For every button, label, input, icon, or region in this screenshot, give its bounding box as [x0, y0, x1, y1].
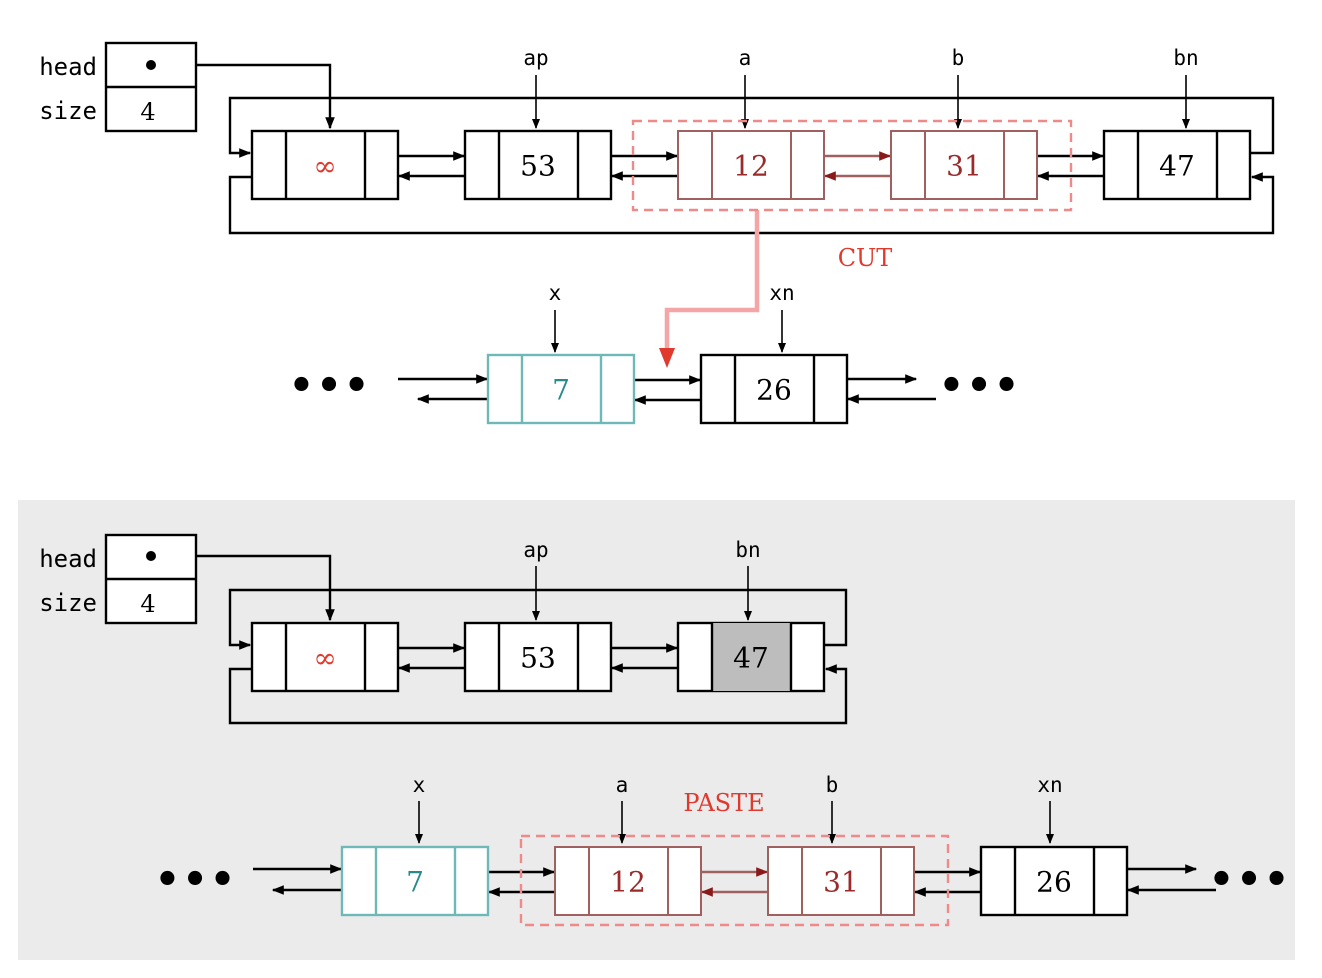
pointer-label-x: x — [413, 773, 426, 797]
node-xn-after — [979, 845, 1129, 917]
node-box — [554, 846, 702, 916]
node-value: 12 — [610, 866, 646, 899]
ellipsis-left-after: ••• — [155, 857, 238, 903]
head-label: head — [39, 53, 97, 81]
node-value: 31 — [946, 150, 982, 183]
node-sentinel-after — [250, 621, 400, 693]
node-a — [677, 130, 825, 200]
paste-region — [519, 834, 950, 927]
node-value: 26 — [1036, 866, 1072, 899]
node-box — [677, 130, 825, 200]
size-value: 4 — [140, 98, 155, 126]
node-value: 12 — [733, 150, 769, 183]
size-label: size — [39, 97, 97, 125]
node-value: 53 — [520, 642, 556, 675]
node-box — [1102, 129, 1252, 201]
node-value: 7 — [552, 374, 570, 407]
node-box — [486, 353, 636, 425]
node-box — [699, 353, 849, 425]
node-value-cell — [712, 623, 791, 691]
pointer-label-ap: ap — [523, 538, 548, 562]
node-value: 7 — [406, 866, 424, 899]
head-pointer-dot-after — [146, 551, 156, 561]
pointer-label-bn: bn — [1173, 46, 1198, 70]
wires-layer — [151, 63, 1275, 897]
move-arrow — [664, 210, 760, 355]
pointer-label-a: a — [616, 773, 629, 797]
node-value: ∞ — [313, 150, 336, 183]
ellipsis-right: ••• — [939, 363, 1022, 409]
node-ap-after — [463, 621, 613, 693]
wrap-next-loop — [228, 96, 1275, 158]
node-value: 53 — [520, 150, 556, 183]
node-b-after — [767, 846, 915, 916]
head-label-after: head — [39, 545, 97, 573]
node-value: ∞ — [313, 642, 336, 675]
node-box — [890, 130, 1038, 200]
wrap-prev-loop-after — [228, 664, 848, 725]
head-pointer-arrow-after — [151, 554, 335, 622]
node-box — [250, 621, 400, 693]
node-value: 47 — [733, 642, 769, 675]
node-bn-after — [676, 621, 826, 693]
node-value: 26 — [756, 374, 792, 407]
pointer-label-ap: ap — [523, 46, 548, 70]
pointer-label-xn: xn — [769, 281, 794, 305]
node-sentinel — [250, 129, 400, 201]
node-value: 47 — [1159, 150, 1195, 183]
node-value: 31 — [823, 866, 859, 899]
node-a-after — [554, 846, 702, 916]
node-box — [250, 129, 400, 201]
node-ap — [463, 129, 613, 201]
pointer-label-xn: xn — [1037, 773, 1062, 797]
move-arrow-head — [659, 348, 675, 368]
node-x-after — [340, 845, 490, 917]
node-box — [767, 846, 915, 916]
pointer-label-b: b — [952, 46, 965, 70]
node-box — [979, 845, 1129, 917]
node-xn — [699, 353, 849, 425]
size-value-after: 4 — [140, 590, 155, 618]
node-b — [890, 130, 1038, 200]
paste-label: PASTE — [683, 789, 764, 817]
ellipsis-right-after: ••• — [1209, 857, 1292, 903]
pointer-label-a: a — [739, 46, 752, 70]
size-label-after: size — [39, 589, 97, 617]
pointer-label-bn: bn — [735, 538, 760, 562]
head-pointer-arrow — [151, 63, 335, 130]
node-bn — [1102, 129, 1252, 201]
ellipsis-left: ••• — [289, 363, 372, 409]
node-x — [486, 353, 636, 425]
pointer-label-x: x — [549, 281, 562, 305]
nodes-layer — [104, 41, 1252, 927]
node-box — [463, 129, 613, 201]
node-box — [340, 845, 490, 917]
node-box — [463, 621, 613, 693]
pointer-label-b: b — [826, 773, 839, 797]
wrap-next-loop-after — [228, 588, 848, 650]
cut-label: CUT — [838, 244, 893, 272]
cut-region — [631, 119, 1073, 212]
head-pointer-dot — [146, 60, 156, 70]
wrap-prev-loop — [228, 172, 1275, 235]
